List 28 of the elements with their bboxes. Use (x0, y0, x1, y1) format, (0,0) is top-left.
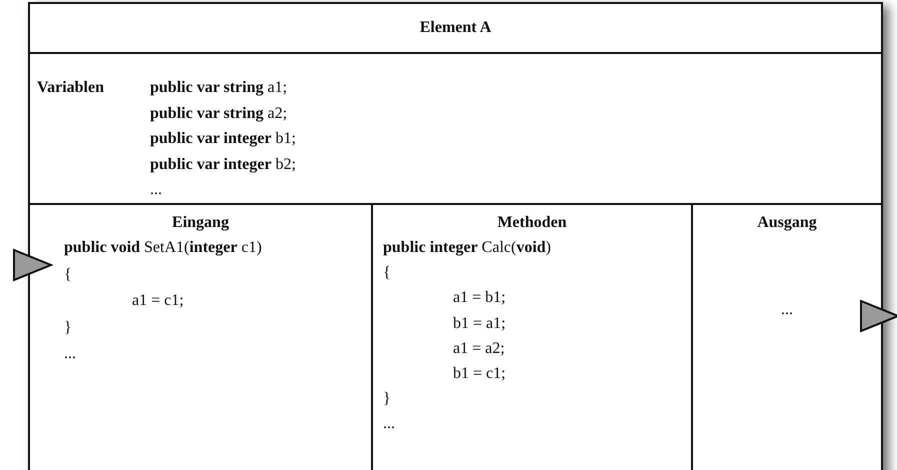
section-heading: Ausgang (756, 213, 818, 233)
code-line: ... (383, 414, 395, 434)
port-arrow (860, 300, 897, 332)
code-line: public var integer b1; (150, 129, 296, 149)
code-line: a1 = c1; (132, 291, 184, 311)
code-line: { (64, 264, 72, 284)
code-line: public var string a2; (150, 104, 288, 124)
code-line: public var string a1; (150, 78, 288, 98)
section-label: Variablen (37, 78, 104, 98)
component-box (28, 2, 883, 470)
section-heading: Element A (418, 18, 492, 38)
code-line: a1 = a2; (453, 338, 505, 359)
code-line: public integer Calc(void) (383, 238, 551, 258)
code-line: } (383, 389, 391, 410)
port-arrow (13, 249, 52, 281)
code-line: b1 = a1; (453, 314, 506, 334)
code-line: ... (780, 300, 794, 320)
code-line: b1 = c1; (453, 364, 506, 384)
code-line: ... (150, 180, 162, 200)
code-line: public var integer b2; (150, 154, 296, 174)
code-line: public void SetA1(integer c1) (64, 238, 262, 258)
section-box (28, 52, 883, 205)
code-line: } (64, 318, 72, 338)
code-line: a1 = b1; (453, 288, 506, 308)
code-line: ... (64, 344, 76, 364)
code-line: { (383, 263, 391, 284)
section-heading: Methoden (496, 213, 568, 233)
section-heading: Eingang (171, 213, 230, 233)
